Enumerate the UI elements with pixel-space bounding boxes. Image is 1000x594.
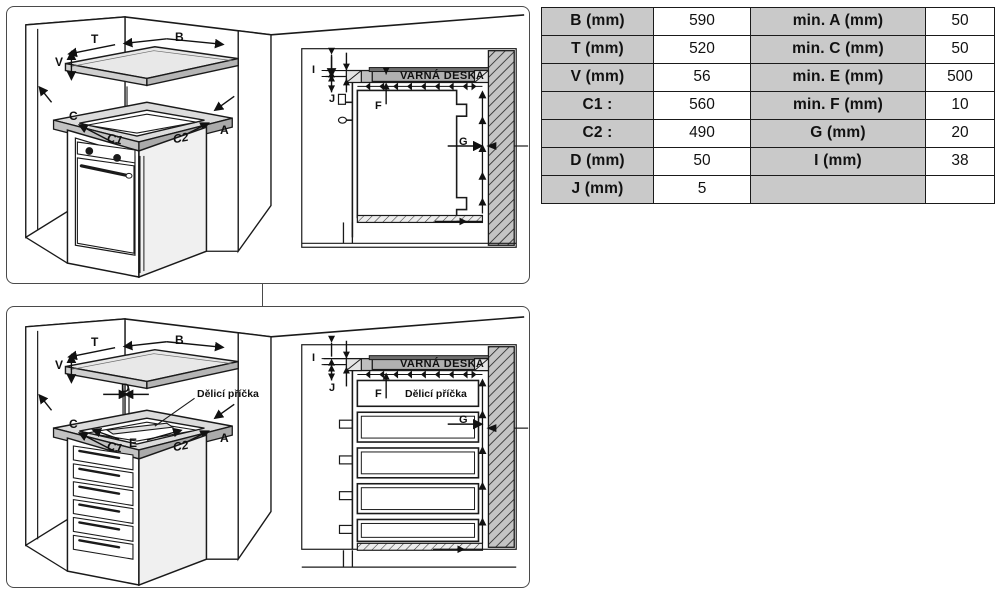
section-label-G: G — [459, 136, 468, 148]
section2-wall — [487, 346, 515, 548]
section2-partition-box — [356, 379, 480, 408]
value_right: 20 — [925, 119, 995, 148]
label_right: min. E (mm) — [750, 63, 926, 92]
iso-label-C2: C2 — [171, 129, 190, 147]
section-worktop — [325, 67, 490, 84]
iso2-label-B: B — [175, 333, 184, 347]
label_left: C1 : — [541, 91, 654, 120]
panel-connector — [262, 284, 264, 306]
iso2-label-V: V — [55, 358, 64, 372]
value_left: 490 — [653, 119, 751, 148]
iso2-hob-plate — [64, 348, 239, 390]
section-label-F: F — [375, 100, 382, 112]
iso-clearance-arrows — [38, 85, 235, 112]
section2-rear-airflow — [432, 378, 487, 554]
label_left: C2 : — [541, 119, 654, 148]
iso2-floor-lines — [25, 544, 239, 572]
section2-label-J: J — [329, 382, 336, 394]
panel-top-graphics — [25, 14, 529, 279]
iso-label-V: V — [55, 55, 64, 69]
value_left: 590 — [653, 7, 751, 36]
iso-label-T: T — [91, 32, 99, 46]
section-rear-airflow — [434, 90, 487, 226]
iso2-label-partition: Dělicí příčka — [197, 388, 259, 400]
value_right: 10 — [925, 91, 995, 120]
panel-installation-over-oven: T B V C A C1 C2 VARNÁ DESKA I J F G — [6, 6, 530, 284]
section-label-J: J — [329, 93, 336, 105]
value_left: 520 — [653, 35, 751, 64]
value_right: 50 — [925, 7, 995, 36]
value_left: 560 — [653, 91, 751, 120]
label_right: G (mm) — [750, 119, 926, 148]
iso-hob-plate — [64, 45, 239, 87]
iso-label-A: A — [220, 123, 229, 137]
section2-drawers — [356, 411, 480, 543]
iso-label-C1: C1 — [105, 130, 124, 148]
label_left: B (mm) — [541, 7, 654, 36]
iso2-label-D: D — [121, 381, 130, 395]
section2-hob-label: VARNÁ DESKA — [400, 358, 485, 370]
label_right: min. F (mm) — [750, 91, 926, 120]
iso2-label-E: E — [129, 436, 138, 450]
section-label-I: I — [312, 64, 316, 76]
section2-label-I: I — [312, 352, 316, 364]
iso-dimension-arrows — [66, 18, 225, 81]
iso-label-C: C — [69, 109, 78, 123]
iso2-partition-leader — [154, 397, 195, 427]
iso2-label-C1: C1 — [105, 438, 124, 456]
value_left: 50 — [653, 147, 751, 176]
label_left: V (mm) — [541, 63, 654, 92]
value_right: 38 — [925, 147, 995, 176]
label_left: T (mm) — [541, 35, 654, 64]
section2-partition-label: Dělicí příčka — [405, 388, 467, 400]
iso2-label-C: C — [69, 417, 78, 431]
iso2-clearance-arrows — [38, 393, 235, 420]
value_left: 56 — [653, 63, 751, 92]
iso-label-B: B — [175, 30, 184, 44]
section-airflow-row — [357, 82, 483, 91]
table-row: J (mm)5 — [541, 175, 995, 204]
label_left: D (mm) — [541, 147, 654, 176]
iso2-label-C2: C2 — [171, 437, 190, 455]
section2-label-G: G — [459, 414, 468, 426]
iso2-dimension-arrows — [66, 320, 225, 384]
section-cabinet-left — [337, 82, 354, 238]
panel-installation-over-drawers: T B V C A D E Dělicí příčka C1 C2 VARNÁ … — [6, 306, 530, 588]
section2-frame — [301, 344, 517, 550]
iso-floor-lines — [25, 236, 239, 264]
label_right: I (mm) — [750, 147, 926, 176]
iso2-label-T: T — [91, 335, 99, 349]
section2-label-F: F — [375, 388, 382, 400]
value_right: 500 — [925, 63, 995, 92]
label_right: min. C (mm) — [750, 35, 926, 64]
section-bottom-plate — [356, 214, 484, 224]
value_right: 50 — [925, 35, 995, 64]
panel-bottom-graphics — [25, 316, 529, 587]
section-hob-label: VARNÁ DESKA — [400, 70, 485, 82]
wall2-pointer-arrow — [486, 424, 497, 433]
value_left: 5 — [653, 175, 751, 204]
section-ij-dimensions — [321, 47, 390, 105]
iso2-label-A: A — [220, 431, 229, 445]
wall-pointer-arrow — [486, 142, 497, 150]
section-oven-body — [356, 89, 468, 219]
section2-airflow-row — [357, 370, 483, 379]
iso-oven-cabinet — [66, 126, 208, 279]
iso2-drawer-handles — [78, 449, 121, 549]
section2-ij-dimensions — [321, 335, 390, 399]
value_right — [925, 175, 995, 204]
section2-bottom-plate — [356, 542, 484, 551]
label_right: min. A (mm) — [750, 7, 926, 36]
label_left: J (mm) — [541, 175, 654, 204]
label_right — [750, 175, 926, 204]
